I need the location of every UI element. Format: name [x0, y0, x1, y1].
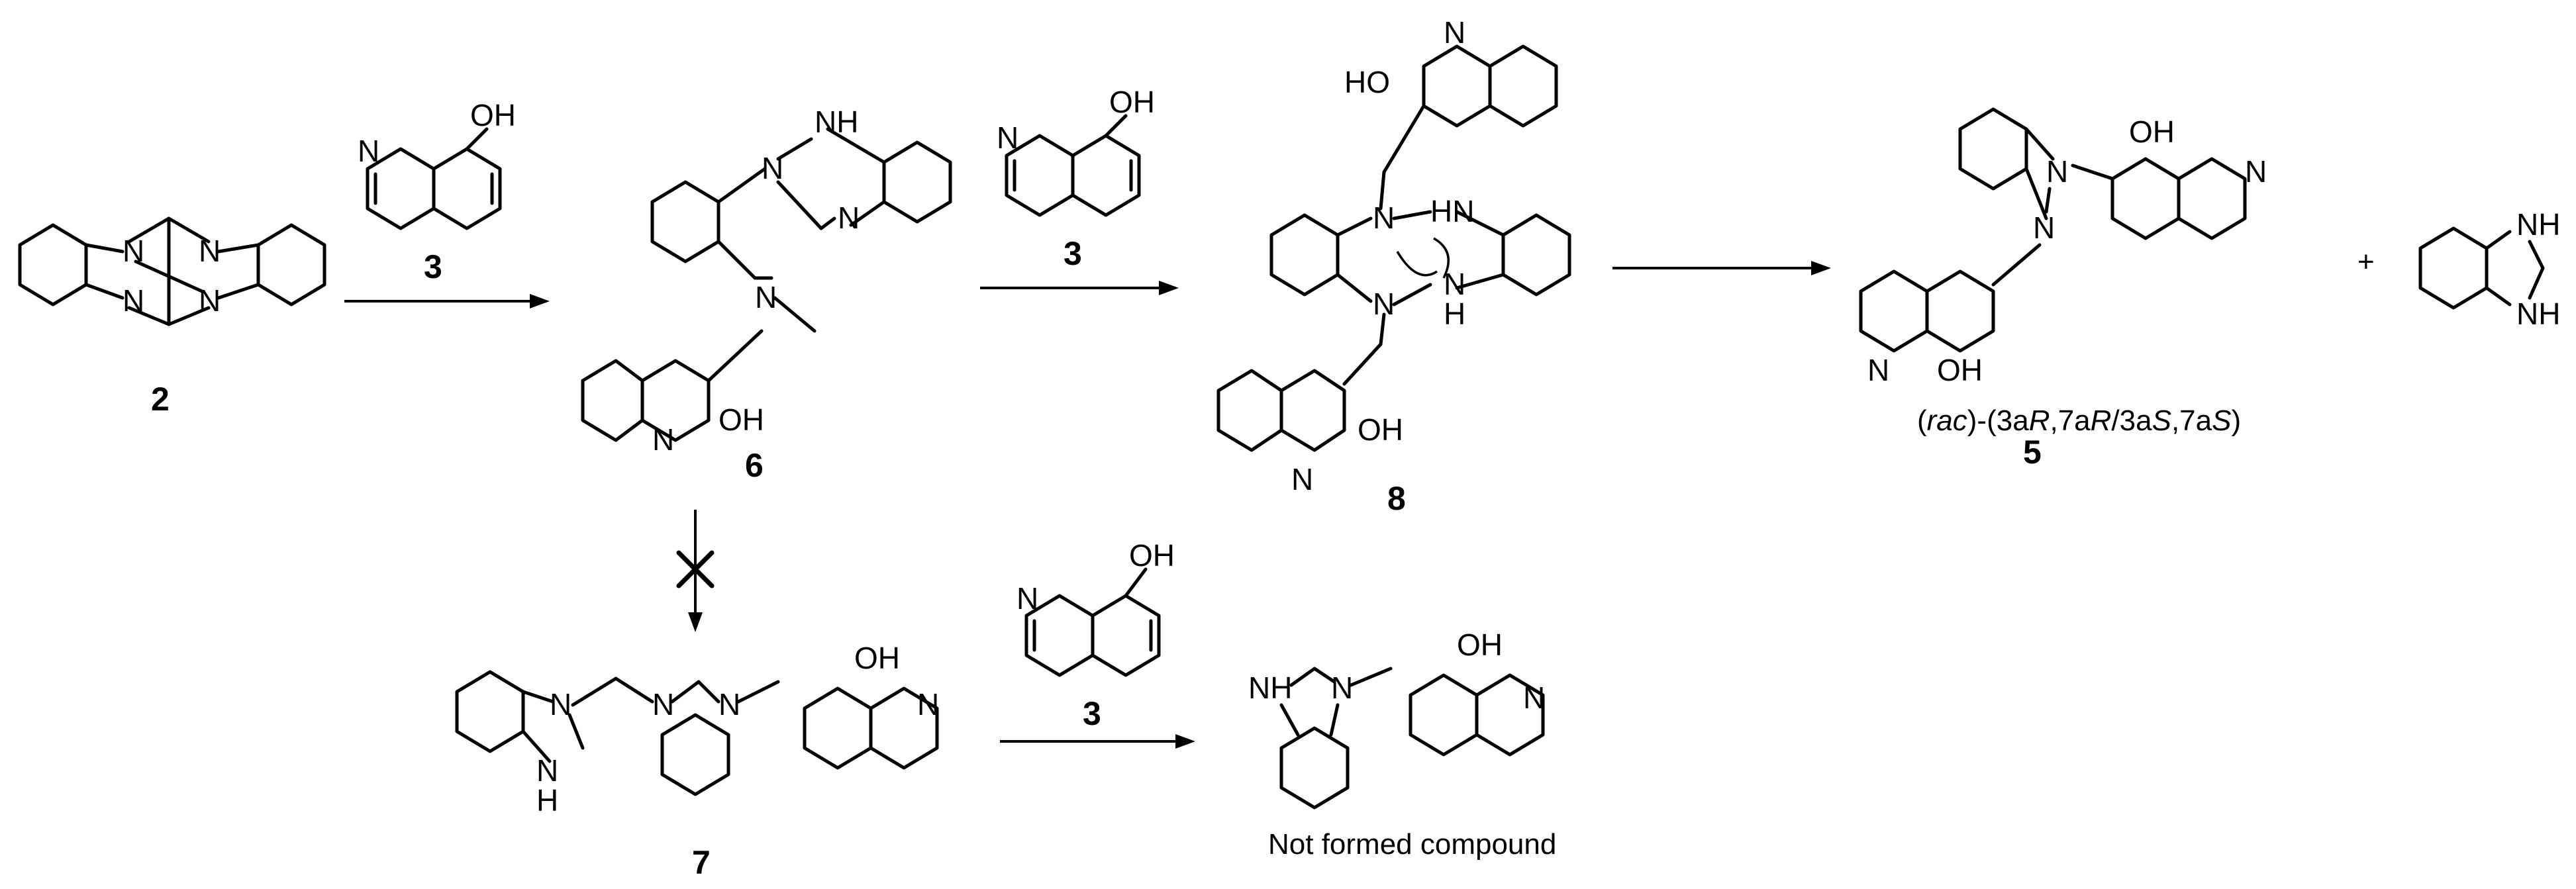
not-formed-caption: Not formed compound [1268, 828, 1556, 861]
n-atom: N [536, 753, 558, 788]
oh-group: OH [1358, 412, 1403, 447]
n-atom: N [917, 687, 939, 722]
n-atom: N [1331, 671, 1353, 705]
n-atom: N [1867, 353, 1889, 387]
n-atom: N [1016, 581, 1038, 616]
nh-group: NH [1248, 671, 1292, 705]
nh-group: NH [815, 105, 858, 139]
nh-group: NH [2516, 297, 2560, 331]
arrow-8-to-5 [1612, 261, 1831, 275]
oh-group: OH [1129, 538, 1175, 573]
hn-group: HN [1430, 194, 1474, 228]
oh-group: OH [1937, 353, 1983, 387]
n-atom: N [755, 280, 777, 314]
h-atom: H [1444, 297, 1465, 331]
oh-group: OH [1457, 628, 1503, 662]
n-atom: N [2245, 154, 2267, 189]
arrow-7-to-not-formed [1000, 734, 1195, 749]
label-compound-5: 5 [2023, 434, 2042, 471]
label-compound-7: 7 [692, 844, 711, 881]
label-reagent-3: 3 [1083, 695, 1101, 732]
nh-group: NH [2516, 207, 2560, 242]
n-atom: N [2046, 154, 2068, 189]
label-reagent-3: 3 [1064, 235, 1082, 272]
compound-5: N N OH N N OH (rac)-(3aR,7aR/3aS,7aS) 5 [1859, 107, 2267, 471]
not-formed-compound: NH N OH N Not formed compound [1248, 628, 1556, 861]
h-atom: H [536, 783, 558, 818]
n-atom: N [1291, 462, 1313, 496]
oh-group: OH [854, 641, 900, 675]
label-compound-2: 2 [151, 381, 170, 418]
n-atom: N [1444, 15, 1465, 50]
blocked-arrow-6-to-7 [676, 510, 715, 632]
n-atom: N [997, 120, 1018, 155]
n-atom: N [1373, 201, 1395, 235]
reagent-3-step2: N OH 3 [997, 85, 1155, 272]
n-atom: N [718, 687, 740, 722]
reagent-3-step3: N OH 3 [1016, 538, 1175, 732]
label-compound-8: 8 [1387, 480, 1406, 517]
ho-group: HO [1344, 65, 1390, 99]
oh-group: OH [718, 402, 764, 437]
n-atom: N [358, 134, 379, 168]
label-compound-6: 6 [745, 447, 764, 484]
stereo-descriptor: (rac)-(3aR,7aR/3aS,7aS) [1917, 404, 2241, 437]
n-atom: N [652, 422, 674, 457]
compound-8: N HO N HN N N H N OH 8 [1216, 15, 1571, 517]
oh-group: OH [1109, 85, 1155, 119]
compound-2: N N N N 2 [18, 216, 326, 418]
n-atom: N [199, 283, 221, 318]
oh-group: OH [2129, 115, 2175, 149]
arrow-6-to-8 [980, 281, 1179, 295]
label-reagent-3: 3 [424, 248, 442, 285]
reagent-3-step1: N OH 3 [358, 98, 516, 285]
n-atom: N [1444, 267, 1465, 301]
n-atom: N [2033, 211, 2055, 245]
oh-group: OH [470, 98, 516, 132]
compound-7: N N H N N OH N 7 [455, 641, 939, 881]
compound-6: N NH N N N OH 6 [581, 105, 952, 484]
n-atom: N [1523, 680, 1545, 715]
n-atom: N [652, 687, 674, 722]
n-atom: N [838, 201, 860, 235]
plus-sign: + [2357, 246, 2375, 278]
n-atom: N [123, 283, 144, 318]
n-atom: N [550, 687, 571, 722]
n-atom: N [123, 234, 144, 268]
octahydrobenzimidazole: NH NH [2418, 207, 2560, 331]
n-atom: N [199, 234, 221, 268]
n-atom: N [762, 151, 783, 185]
arrow-2-to-6 [344, 294, 550, 308]
